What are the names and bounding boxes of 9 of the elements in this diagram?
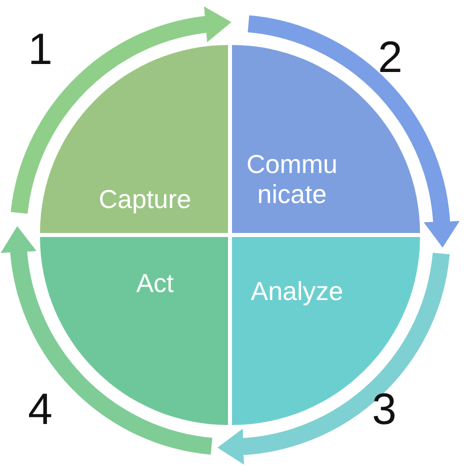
segment-label: Capture [98, 185, 192, 215]
step-number: 4 [28, 388, 52, 432]
segment-label: Analyze [250, 277, 344, 307]
segment-label: Act [135, 269, 175, 299]
step-number: 2 [378, 36, 402, 80]
step-number: 3 [372, 388, 396, 432]
step-number: 1 [28, 28, 52, 72]
quadrant-segment [232, 237, 420, 425]
segment-label: Communicate [245, 150, 338, 210]
